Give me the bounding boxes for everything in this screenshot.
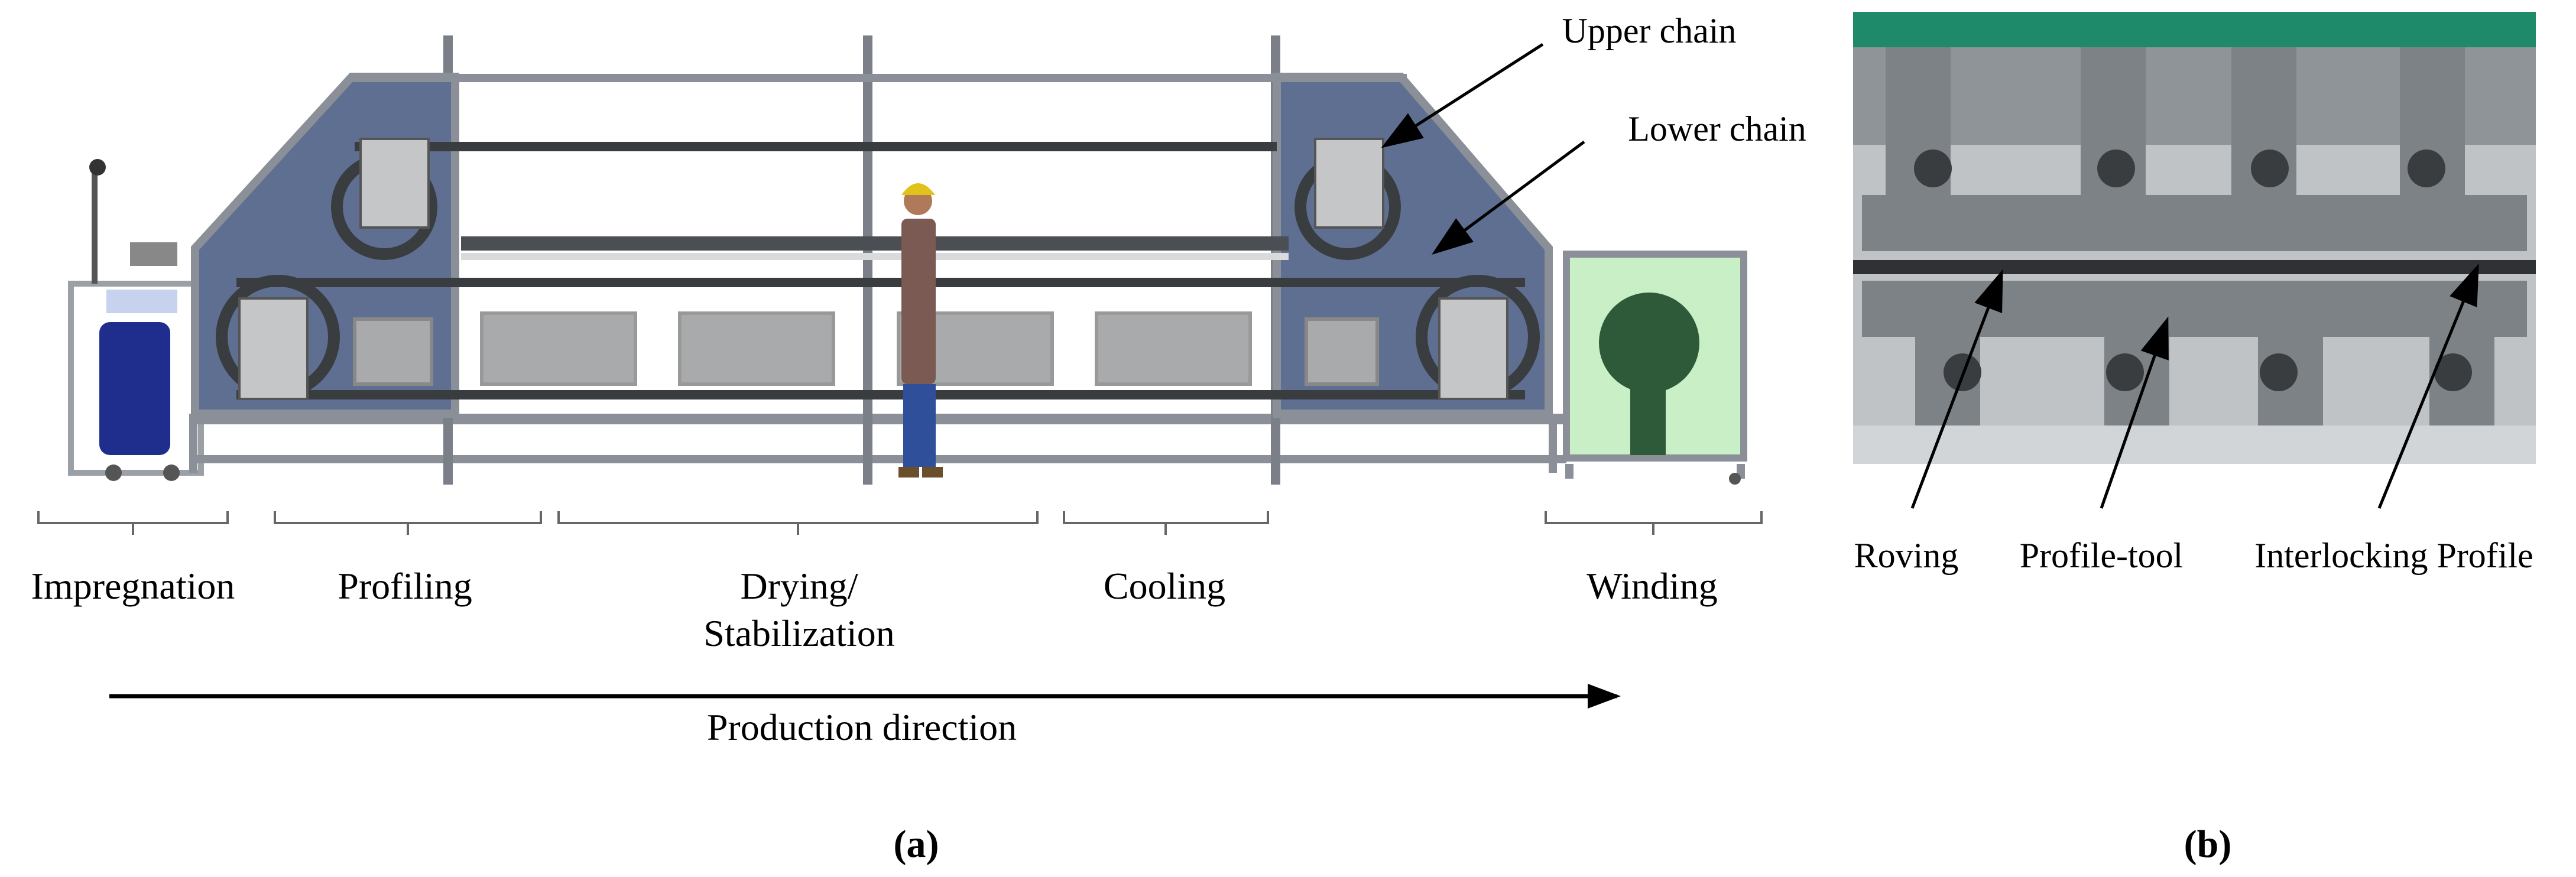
lower-left-drive [238, 297, 309, 400]
stage-label-cooling: Cooling [1104, 565, 1225, 607]
winding-station [1563, 251, 1747, 485]
bracket-impregnation [37, 511, 229, 535]
panel-a-machine [68, 35, 1747, 485]
upper-chain [331, 142, 1401, 260]
production-direction-label: Production direction [707, 706, 1017, 748]
label-profile-tool: Profile-tool [2020, 536, 2184, 575]
lower-chain [216, 275, 1540, 399]
bracket-cooling [1063, 511, 1269, 535]
stage-brackets [37, 511, 1763, 535]
bracket-profiling [274, 511, 542, 535]
stage-label-winding: Winding [1587, 565, 1717, 607]
upper-profile-tools [1862, 47, 2527, 251]
roving-band [1853, 260, 2536, 274]
stage-label-impregnation: Impregnation [31, 565, 235, 607]
upper-chain-label: Upper chain [1562, 11, 1737, 50]
upper-left-drive [359, 138, 430, 229]
stage-label-profiling: Profiling [338, 565, 472, 607]
upper-right-drive [1314, 138, 1384, 229]
callout-arrows-panel-a [1381, 43, 1585, 255]
stage-label-drying-line1: Drying/ [740, 565, 858, 607]
impregnation-drum [99, 322, 170, 455]
winding-reel [1599, 293, 1699, 393]
panel-a-caption: (a) [894, 823, 939, 866]
worker-figure [898, 183, 943, 478]
bracket-winding [1545, 511, 1763, 535]
bracket-drying [557, 511, 1039, 535]
callout-arrows-panel-b [1910, 263, 2479, 509]
lower-chain-label: Lower chain [1628, 109, 1806, 148]
impregnation-station [68, 159, 204, 481]
label-roving: Roving [1854, 536, 1959, 575]
tool-mount-bracket [1853, 12, 2536, 47]
lower-right-drive [1438, 297, 1508, 400]
panel-b-caption: (b) [2184, 823, 2232, 866]
stage-label-drying-line2: Stabilization [703, 612, 895, 654]
label-interlocking-profile: Interlocking Profile [2254, 536, 2533, 575]
